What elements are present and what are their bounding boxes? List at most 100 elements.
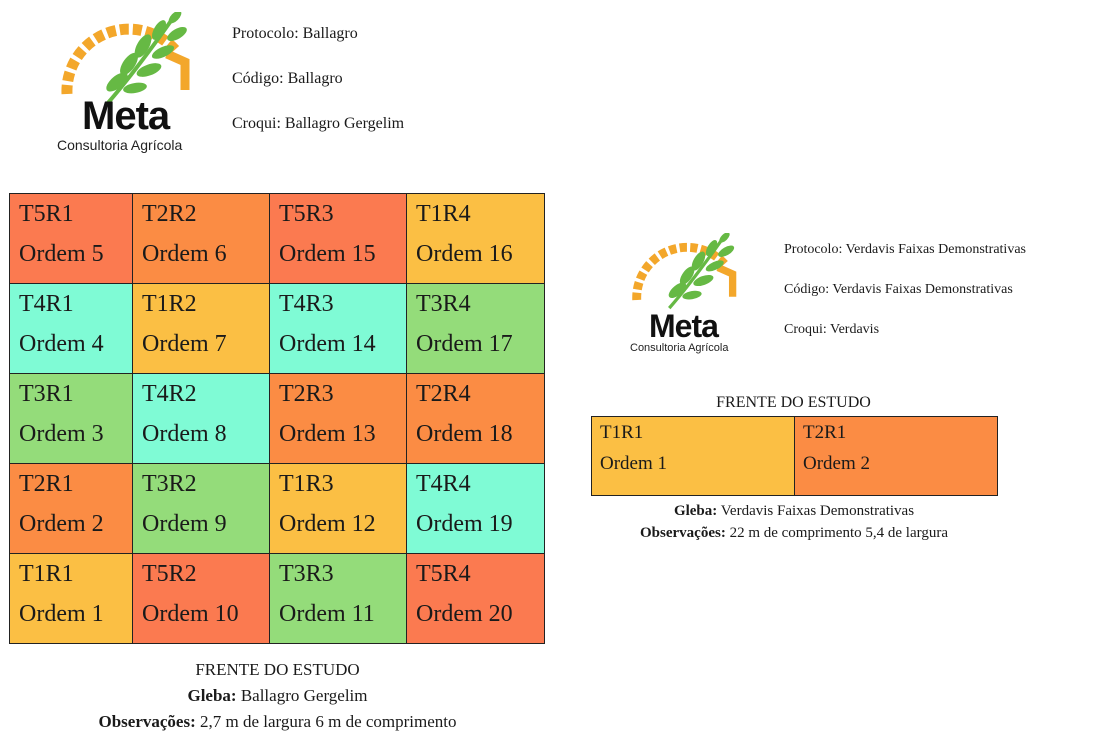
protocolo-text: Protocolo: Ballagro: [232, 25, 358, 42]
logo-subtitle: Consultoria Agrícola: [57, 137, 183, 153]
plot-code: T5R2: [142, 561, 197, 587]
plot-code: T3R3: [279, 561, 334, 587]
wheat-gear-logo-icon: [61, 12, 190, 106]
plot-ordem: Ordem 1: [600, 453, 668, 474]
plot-code: T4R4: [416, 471, 471, 497]
plot-code: T3R4: [416, 291, 471, 317]
gleba-line: Gleba: Ballagro Gergelim: [0, 683, 555, 709]
gleba-value: Ballagro Gergelim: [236, 686, 368, 705]
observacoes-label: Observações:: [640, 525, 726, 541]
croqui-text: Croqui: Ballagro Gergelim: [232, 115, 405, 132]
plot-code: T5R4: [416, 561, 471, 587]
plot-ordem: Ordem 9: [142, 511, 227, 537]
plot-code: T1R4: [416, 201, 471, 227]
plot-ordem: Ordem 2: [803, 453, 871, 474]
gleba-label: Gleba:: [673, 503, 718, 519]
plot-ordem: Ordem 18: [416, 421, 513, 447]
plot-ordem: Ordem 6: [142, 241, 227, 267]
plot-ordem: Ordem 12: [279, 511, 376, 537]
plot-ordem: Ordem 15: [279, 241, 376, 267]
plot-ordem: Ordem 16: [416, 241, 513, 267]
plot-code: T5R1: [19, 201, 74, 227]
plot-ordem: Ordem 8: [142, 421, 227, 447]
gleba-value: Verdavis Faixas Demonstrativas: [717, 503, 915, 519]
plot-ordem: Ordem 13: [279, 421, 376, 447]
plot-code: T2R4: [416, 381, 471, 407]
plot-ordem: Ordem 11: [279, 601, 375, 627]
plot-code: T3R2: [142, 471, 197, 497]
codigo-text: Código: Verdavis Faixas Demonstrativas: [784, 282, 1013, 297]
logo-name: Meta: [82, 94, 170, 138]
observacoes-value: 2,7 m de largura 6 m de comprimento: [195, 712, 457, 731]
trial1-caption: FRENTE DO ESTUDO Gleba: Ballagro Gergeli…: [0, 657, 555, 735]
plot-ordem: Ordem 7: [142, 331, 227, 357]
plot-ordem: Ordem 1: [19, 601, 104, 627]
meta-logo: Meta Consultoria Agrícola: [627, 233, 777, 363]
plot-ordem: Ordem 20: [416, 601, 513, 627]
plot-code: T1R1: [19, 561, 74, 587]
plot-ordem: Ordem 3: [19, 421, 104, 447]
plot-ordem: Ordem 4: [19, 331, 104, 357]
plot-code: T5R3: [279, 201, 334, 227]
plot-code: T4R2: [142, 381, 197, 407]
plot-code: T2R2: [142, 201, 197, 227]
croqui-text: Croqui: Verdavis: [784, 322, 880, 337]
plot-ordem: Ordem 5: [19, 241, 104, 267]
protocolo-text: Protocolo: Verdavis Faixas Demonstrativa…: [784, 242, 1026, 257]
plot-ordem: Ordem 10: [142, 601, 239, 627]
plot-ordem: Ordem 17: [416, 331, 513, 357]
observacoes-line: Observações: 22 m de comprimento 5,4 de …: [581, 522, 1007, 544]
plot-ordem: Ordem 14: [279, 331, 376, 357]
plot-code: T4R3: [279, 291, 334, 317]
wheat-gear-logo-icon: [632, 233, 737, 310]
gleba-line: Gleba: Verdavis Faixas Demonstrativas: [581, 500, 1007, 522]
plot-code: T1R2: [142, 291, 197, 317]
logo-subtitle: Consultoria Agrícola: [630, 342, 729, 354]
frente-do-estudo-label: FRENTE DO ESTUDO: [716, 394, 871, 411]
plot-code: T2R3: [279, 381, 334, 407]
plot-code: T4R1: [19, 291, 74, 317]
observacoes-label: Observações:: [98, 712, 196, 731]
plot-ordem: Ordem 19: [416, 511, 513, 537]
observacoes-line: Observações: 2,7 m de largura 6 m de com…: [0, 709, 555, 735]
plot-code: T1R1: [600, 422, 644, 443]
plot-code: T2R1: [803, 422, 847, 443]
gleba-label: Gleba:: [187, 686, 237, 705]
frente-do-estudo-label: FRENTE DO ESTUDO: [195, 660, 360, 679]
plot-code: T3R1: [19, 381, 74, 407]
meta-logo: Meta Consultoria Agrícola: [55, 12, 215, 157]
plot-code: T1R3: [279, 471, 334, 497]
plot-ordem: Ordem 2: [19, 511, 104, 537]
codigo-text: Código: Ballagro: [232, 70, 343, 87]
